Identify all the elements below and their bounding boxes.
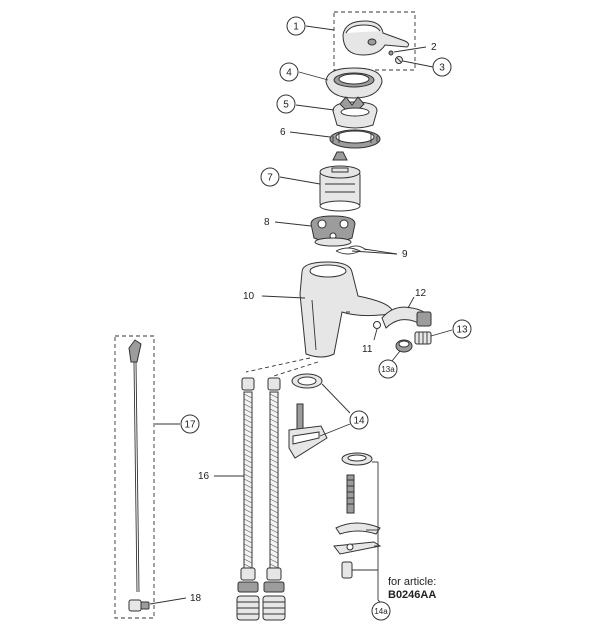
callout-17: 17: [155, 414, 200, 434]
callout-18: 18: [149, 593, 202, 605]
popup-rod-box: [114, 335, 155, 619]
svg-text:18: 18: [190, 593, 202, 604]
aerator: [414, 331, 432, 345]
callout-6: 6: [280, 127, 331, 138]
svg-text:6: 6: [280, 127, 286, 138]
svg-text:9: 9: [402, 249, 408, 260]
callout-8: 8: [264, 217, 312, 228]
small-washer: [373, 321, 381, 329]
cartridge-adapter: [332, 96, 378, 129]
svg-text:13: 13: [456, 325, 468, 336]
set-screw: [395, 56, 403, 64]
callout-14: 14: [319, 383, 369, 437]
mounting-washer: [291, 373, 323, 389]
callout-16: 16: [198, 471, 244, 482]
svg-text:2: 2: [431, 42, 437, 53]
callout-10: 10: [243, 291, 306, 302]
svg-text:7: 7: [267, 173, 273, 184]
svg-text:14: 14: [353, 416, 365, 427]
callout-5: 5: [276, 94, 335, 114]
supply-hose-right: [262, 377, 286, 621]
callout-2: 2: [393, 42, 437, 53]
callout-3: 3: [402, 57, 452, 77]
callout-7: 7: [260, 167, 321, 187]
base-seal-block: [310, 215, 356, 247]
callout-12: 12: [407, 288, 427, 309]
handle-group-box: [333, 11, 416, 71]
small-screw: [388, 50, 394, 56]
svg-text:5: 5: [283, 100, 289, 111]
spout-hose: [381, 306, 432, 329]
svg-text:4: 4: [286, 68, 292, 79]
lever-handle: [342, 20, 410, 56]
threaded-rod: [346, 474, 355, 514]
svg-text:8: 8: [264, 217, 270, 228]
mounting-bracket: [288, 403, 328, 459]
retaining-nut: [329, 129, 381, 149]
article-note-label: for article:: [388, 576, 436, 588]
article-note-code: B0246AA: [388, 589, 436, 601]
svg-text:3: 3: [439, 63, 445, 74]
svg-text:11: 11: [362, 344, 373, 355]
spring-clips: [335, 245, 367, 255]
svg-text:14a: 14a: [374, 607, 388, 616]
svg-text:13a: 13a: [381, 365, 395, 374]
connection-line-2: [273, 361, 319, 377]
nut-sleeve: [341, 561, 353, 579]
callout-4: 4: [279, 62, 329, 82]
callout-1: 1: [286, 16, 335, 36]
horseshoe-washer: [335, 522, 381, 535]
callout-14a: 14a: [352, 461, 391, 621]
callout-13: 13: [430, 319, 472, 339]
cap-ring: [325, 67, 383, 99]
aerator-insert: [395, 339, 413, 353]
callout-11: 11: [362, 328, 378, 355]
faucet-body: [299, 261, 393, 358]
svg-text:1: 1: [293, 22, 299, 33]
callout-13a: 13a: [378, 350, 401, 379]
ceramic-cartridge: [319, 151, 361, 212]
popup-rod: [128, 339, 142, 593]
svg-text:10: 10: [243, 291, 255, 302]
svg-text:12: 12: [415, 288, 427, 299]
rod-end-piece: [128, 599, 150, 612]
fastening-ring: [341, 452, 373, 466]
connection-line-1: [245, 357, 311, 373]
svg-text:16: 16: [198, 471, 210, 482]
svg-text:17: 17: [184, 420, 196, 431]
callout-9: 9: [351, 248, 408, 260]
supply-hose-left: [236, 377, 260, 621]
hose-braid-pattern: [243, 393, 279, 569]
fixing-plate: [333, 541, 382, 555]
